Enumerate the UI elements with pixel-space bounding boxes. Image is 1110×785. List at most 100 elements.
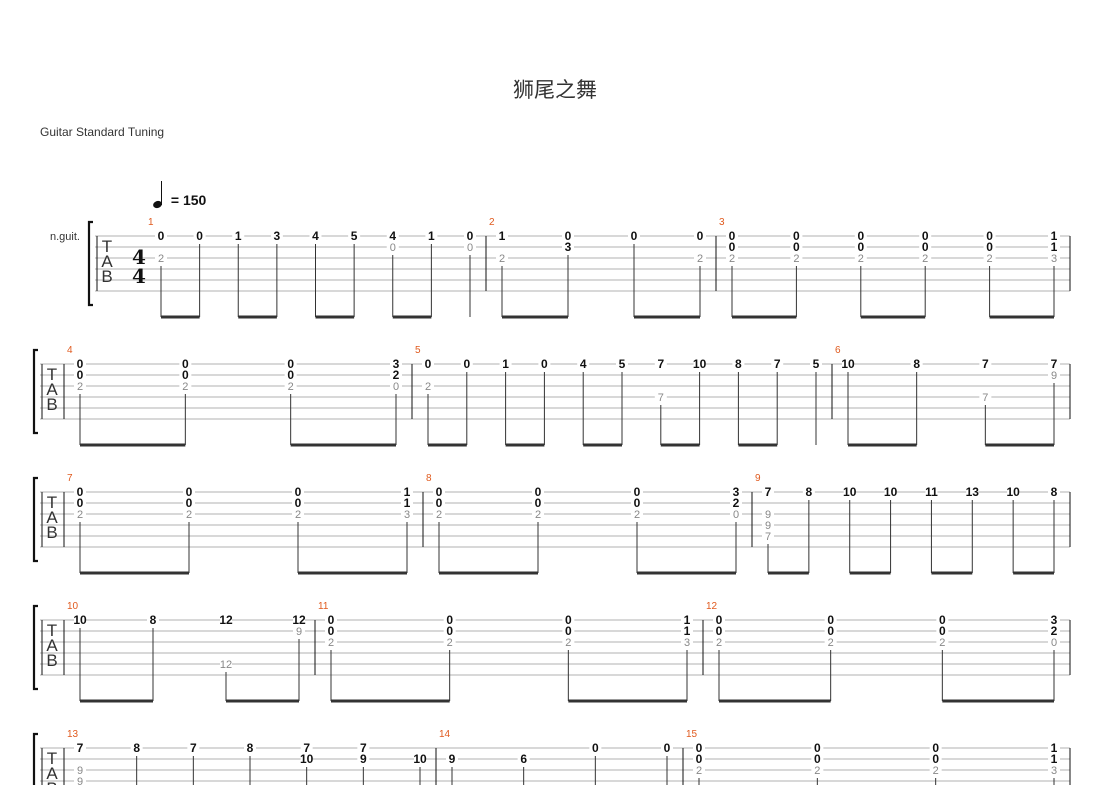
time-signature-top: 4 bbox=[132, 245, 146, 269]
fret-number: 1 bbox=[1051, 741, 1058, 755]
fret-background bbox=[1048, 369, 1060, 380]
fret-background bbox=[1048, 753, 1060, 764]
fret-background bbox=[74, 764, 86, 775]
tempo-marking: = 150 bbox=[153, 178, 206, 208]
fret-background bbox=[628, 230, 640, 241]
measure-number: 10 bbox=[67, 601, 79, 612]
fret-number: 0 bbox=[696, 741, 703, 755]
fret-background bbox=[414, 753, 426, 764]
measure-number: 15 bbox=[686, 729, 698, 740]
fret-number: 0 bbox=[729, 240, 736, 254]
fret-background bbox=[1048, 625, 1060, 636]
fret-background bbox=[532, 486, 544, 497]
fret-number: 0 bbox=[729, 229, 736, 243]
score-title: 狮尾之舞 bbox=[513, 78, 597, 102]
fret-number: 2 bbox=[716, 637, 722, 649]
fret-background bbox=[661, 742, 673, 753]
fret-background bbox=[464, 230, 476, 241]
fret-number: 2 bbox=[288, 381, 294, 393]
fret-number: 2 bbox=[499, 253, 505, 265]
fret-background bbox=[562, 614, 575, 625]
fret-number: 0 bbox=[186, 485, 193, 499]
fret-number: 2 bbox=[535, 509, 541, 521]
fret-background bbox=[824, 636, 837, 647]
fret-number: 2 bbox=[814, 765, 820, 777]
fret-background bbox=[74, 497, 86, 508]
fret-number: 0 bbox=[814, 752, 821, 766]
fret-number: 0 bbox=[77, 368, 84, 382]
fret-background bbox=[348, 230, 361, 241]
fret-background bbox=[771, 358, 784, 369]
fret-background bbox=[325, 625, 337, 636]
fret-background bbox=[919, 241, 932, 252]
fret-background bbox=[854, 241, 867, 252]
fret-number: 8 bbox=[735, 357, 742, 371]
fret-number: 0 bbox=[857, 240, 864, 254]
fret-number: 3 bbox=[1051, 613, 1058, 627]
fret-background bbox=[589, 742, 602, 753]
fret-number: 1 bbox=[404, 485, 411, 499]
fret-number: 6 bbox=[520, 752, 527, 766]
fret-background bbox=[292, 508, 304, 519]
fret-background bbox=[966, 486, 979, 497]
fret-number: 0 bbox=[328, 613, 335, 627]
fret-background bbox=[762, 508, 774, 519]
fret-background bbox=[1048, 252, 1060, 263]
fret-number: 7 bbox=[190, 741, 197, 755]
fret-background bbox=[232, 230, 245, 241]
fret-number: 7 bbox=[360, 741, 367, 755]
fret-background bbox=[810, 358, 822, 369]
fret-number: 8 bbox=[913, 357, 920, 371]
tab-clef-letter: T bbox=[47, 493, 57, 512]
fret-background bbox=[74, 614, 86, 625]
fret-background bbox=[74, 742, 86, 753]
fret-background bbox=[496, 230, 508, 241]
fret-background bbox=[732, 358, 745, 369]
fret-number: 2 bbox=[733, 496, 740, 510]
fret-number: 2 bbox=[158, 253, 164, 265]
fret-background bbox=[713, 625, 725, 636]
fret-number: 3 bbox=[684, 637, 690, 649]
fret-number: 0 bbox=[186, 496, 193, 510]
fret-background bbox=[1007, 486, 1020, 497]
tab-clef-letter: T bbox=[47, 621, 57, 640]
fret-background bbox=[562, 625, 575, 636]
fret-number: 0 bbox=[827, 613, 834, 627]
fret-background bbox=[693, 742, 705, 753]
measure-number: 4 bbox=[67, 345, 73, 356]
fret-background bbox=[179, 358, 192, 369]
fret-background bbox=[390, 358, 402, 369]
fret-number: 2 bbox=[186, 509, 192, 521]
fret-background bbox=[790, 252, 803, 263]
fret-number: 7 bbox=[303, 741, 310, 755]
fret-number: 2 bbox=[634, 509, 640, 521]
fret-background bbox=[631, 497, 643, 508]
fret-background bbox=[401, 486, 413, 497]
fret-number: 2 bbox=[295, 509, 301, 521]
fret-background bbox=[443, 625, 456, 636]
fret-number: 10 bbox=[300, 752, 314, 766]
fret-background bbox=[919, 230, 932, 241]
fret-number: 0 bbox=[986, 240, 993, 254]
fret-number: 7 bbox=[982, 392, 988, 404]
fret-number: 0 bbox=[535, 485, 542, 499]
fret-number: 2 bbox=[922, 253, 928, 265]
fret-background bbox=[433, 508, 445, 519]
fret-number: 9 bbox=[765, 509, 771, 521]
fret-background bbox=[811, 764, 824, 775]
fret-number: 7 bbox=[1051, 357, 1058, 371]
fret-background bbox=[681, 625, 693, 636]
fret-number: 0 bbox=[541, 357, 548, 371]
fret-number: 7 bbox=[77, 741, 84, 755]
fret-background bbox=[446, 753, 458, 764]
fret-background bbox=[401, 497, 413, 508]
fret-background bbox=[983, 230, 996, 241]
fret-number: 0 bbox=[328, 624, 335, 638]
fret-background bbox=[713, 614, 725, 625]
fret-background bbox=[654, 391, 667, 402]
fret-number: 4 bbox=[580, 357, 587, 371]
fret-background bbox=[179, 369, 192, 380]
fret-background bbox=[730, 486, 742, 497]
fret-number: 9 bbox=[77, 765, 83, 777]
fret-number: 3 bbox=[1051, 765, 1057, 777]
